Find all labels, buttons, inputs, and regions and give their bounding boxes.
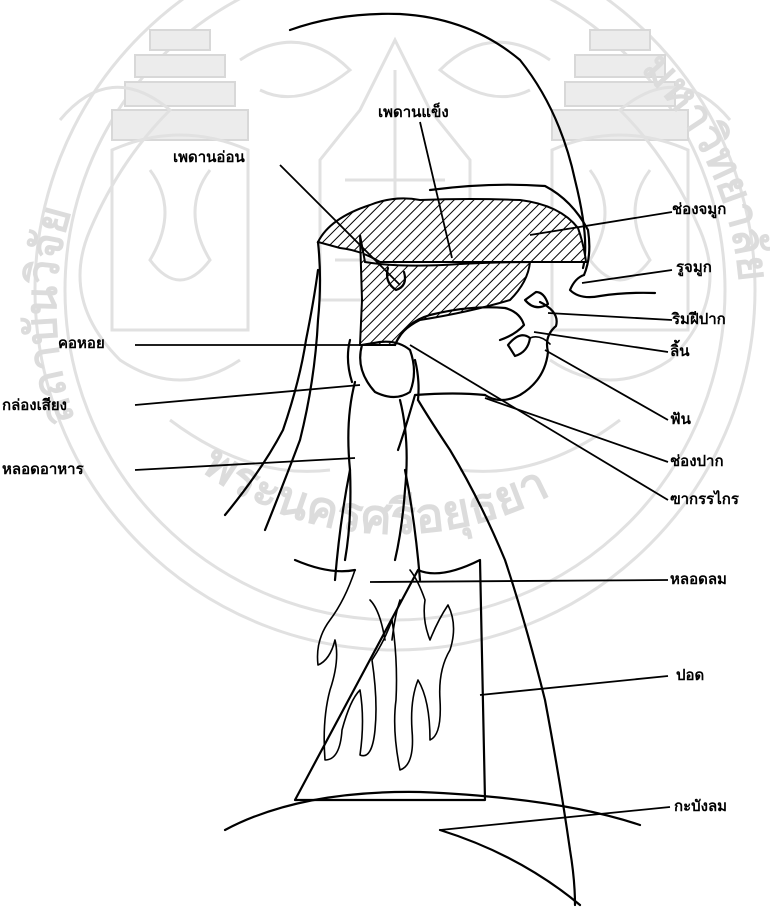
bronchial-tree xyxy=(318,570,454,770)
label-teeth: ฟัน xyxy=(670,410,691,428)
label-epiglottis: ฃากรรไกร xyxy=(670,490,739,508)
label-lips: ริมฝีปาก xyxy=(672,310,726,328)
label-pharynx: คอหอย xyxy=(58,334,105,352)
label-nasal-cavity: ช่องจมูก xyxy=(672,200,726,218)
diaphragm-curve xyxy=(225,792,640,830)
seal-lettering-right: มหาวิทยาลัย xyxy=(632,42,770,283)
larynx-shape xyxy=(360,342,414,397)
label-lung: ปอด xyxy=(676,666,704,684)
lung-outline xyxy=(295,560,485,800)
label-diaphragm: กะบังลม xyxy=(674,797,727,815)
label-soft-palate: เพดานอ่อน xyxy=(173,148,245,166)
label-esophagus: หลอดอาหาร xyxy=(2,460,84,478)
label-hard-palate: เพดานแข็ง xyxy=(378,103,449,121)
label-tongue: ลิ้น xyxy=(670,342,689,360)
label-trachea: หลอดลม xyxy=(670,570,727,588)
label-larynx: กล่องเสียง xyxy=(2,396,67,414)
lower-teeth xyxy=(508,335,530,356)
label-oral-cavity: ช่องปาก xyxy=(670,452,724,470)
label-nostril: รูจมูก xyxy=(676,258,712,276)
jaw-line xyxy=(398,394,485,451)
nasal-cavity-shape xyxy=(318,198,586,262)
seal-tower-left xyxy=(112,30,248,330)
vocal-organs-drawing xyxy=(225,14,655,905)
seal-lettering-bottom: พระนครศรีอยุธยา xyxy=(193,434,557,547)
